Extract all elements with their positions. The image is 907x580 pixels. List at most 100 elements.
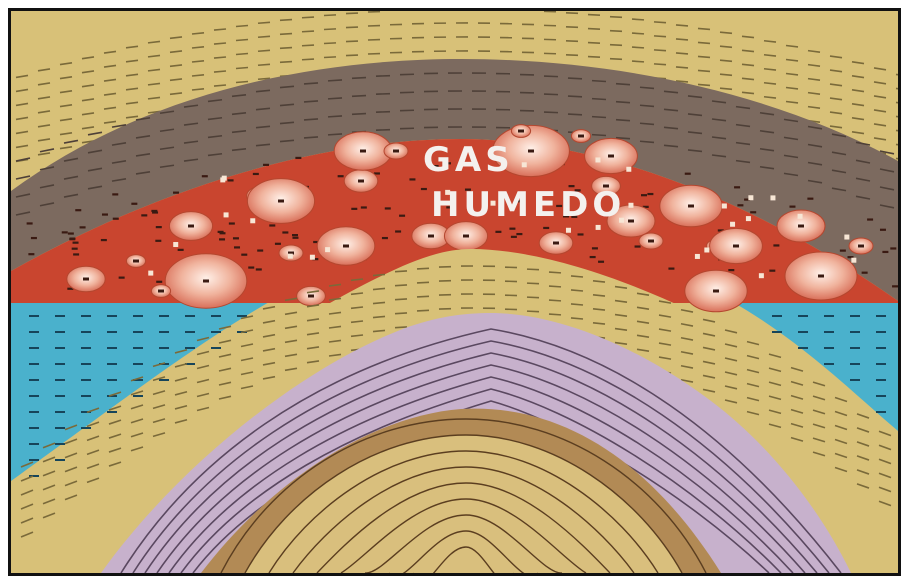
- gas-sparkle: [310, 255, 315, 260]
- hatch-mark: [214, 29, 226, 30]
- hatch-mark: [236, 82, 248, 83]
- hatch-mark: [236, 68, 248, 69]
- hatch-mark: [214, 71, 226, 72]
- gas-sparkle: [288, 254, 293, 259]
- bubble-center-mark: [578, 135, 584, 138]
- hatch-mark: [324, 57, 336, 58]
- hatch-mark: [571, 304, 583, 305]
- hatch-mark: [376, 112, 390, 113]
- gas-sparkle: [759, 273, 764, 278]
- hatch-mark: [376, 94, 390, 95]
- hatch-mark: [544, 94, 558, 95]
- hatch-mark: [527, 297, 539, 298]
- hatch-mark: [616, 102, 630, 103]
- hatch-mark: [280, 20, 292, 21]
- hatch-mark: [654, 22, 666, 23]
- hatch-mark: [676, 25, 688, 26]
- hatch-mark: [304, 119, 318, 120]
- hatch-mark: [373, 302, 385, 303]
- gas-label-line2: HUMEDO: [431, 185, 625, 225]
- bubble-center-mark: [518, 130, 524, 133]
- geologic-cross-section: GAS HUMEDO: [8, 8, 901, 576]
- hatch-mark: [352, 96, 366, 97]
- hatch-mark: [417, 296, 429, 297]
- hatch-mark: [280, 62, 292, 63]
- bubble-center-mark: [713, 290, 719, 293]
- hatch-mark: [302, 31, 314, 32]
- hatch-mark: [544, 112, 558, 113]
- hatch-mark: [616, 120, 630, 121]
- hatch-mark: [698, 56, 710, 57]
- hatch-mark: [304, 137, 318, 138]
- hatch-mark: [304, 83, 318, 84]
- hatch-mark: [610, 17, 622, 18]
- hatch-mark: [568, 78, 582, 79]
- hatch-mark: [280, 34, 292, 35]
- hatch-mark: [236, 54, 248, 55]
- hatch-mark: [568, 114, 582, 115]
- gas-label-line1: GAS: [423, 140, 514, 180]
- hatch-mark: [632, 61, 644, 62]
- gas-sparkle: [695, 254, 700, 259]
- bubble-center-mark: [360, 150, 366, 153]
- bubble-center-mark: [358, 180, 364, 183]
- gas-sparkle: [770, 195, 775, 200]
- hatch-mark: [592, 135, 606, 136]
- gas-sparkle: [148, 271, 153, 276]
- hatch-mark: [328, 98, 342, 99]
- hatch-mark: [302, 59, 314, 60]
- hatch-mark: [376, 130, 390, 131]
- gas-sparkle: [220, 177, 225, 182]
- bubble-center-mark: [688, 205, 694, 208]
- bubble-center-mark: [733, 245, 739, 248]
- hatch-mark: [324, 15, 336, 16]
- hatch-mark: [588, 43, 600, 44]
- hatch-mark: [632, 19, 644, 20]
- gas-sparkle: [224, 212, 229, 217]
- hatch-mark: [280, 48, 292, 49]
- hatch-mark: [632, 33, 644, 34]
- hatch-mark: [527, 269, 539, 270]
- hatch-mark: [676, 67, 688, 68]
- bubble-center-mark: [203, 280, 209, 283]
- bubble-center-mark: [158, 290, 164, 293]
- bubble-center-mark: [278, 200, 284, 203]
- hatch-mark: [654, 64, 666, 65]
- hatch-mark: [214, 85, 226, 86]
- hatch-mark: [328, 116, 342, 117]
- bubble-center-mark: [818, 275, 824, 278]
- hatch-mark: [395, 327, 407, 328]
- hatch-mark: [376, 76, 390, 77]
- bubble-center-mark: [428, 235, 434, 238]
- hatch-mark: [698, 70, 710, 71]
- hatch-mark: [373, 274, 385, 275]
- hatch-mark: [395, 313, 407, 314]
- hatch-mark: [395, 285, 407, 286]
- hatch-mark: [616, 84, 630, 85]
- hatch-mark: [346, 27, 358, 28]
- hatch-mark: [324, 29, 336, 30]
- hatch-mark: [549, 314, 561, 315]
- hatch-mark: [346, 41, 358, 42]
- anticline-diagram: GAS HUMEDO: [11, 11, 898, 573]
- gas-sparkle: [722, 203, 727, 208]
- hatch-mark: [214, 57, 226, 58]
- hatch-mark: [302, 45, 314, 46]
- gas-sparkle: [566, 228, 571, 233]
- hatch-mark: [395, 299, 407, 300]
- hatch-mark: [654, 50, 666, 51]
- hatch-mark: [328, 80, 342, 81]
- gas-sparkle: [730, 222, 735, 227]
- hatch-mark: [549, 300, 561, 301]
- gas-sparkle: [798, 214, 803, 219]
- bubble-center-mark: [608, 155, 614, 158]
- hatch-mark: [527, 311, 539, 312]
- bubble-center-mark: [188, 225, 194, 228]
- gas-sparkle: [173, 242, 178, 247]
- gas-sparkle: [851, 258, 856, 263]
- bubble-center-mark: [308, 295, 314, 298]
- hatch-mark: [352, 78, 366, 79]
- hatch-mark: [214, 43, 226, 44]
- gas-sparkle: [522, 162, 527, 167]
- hatch-mark: [571, 318, 583, 319]
